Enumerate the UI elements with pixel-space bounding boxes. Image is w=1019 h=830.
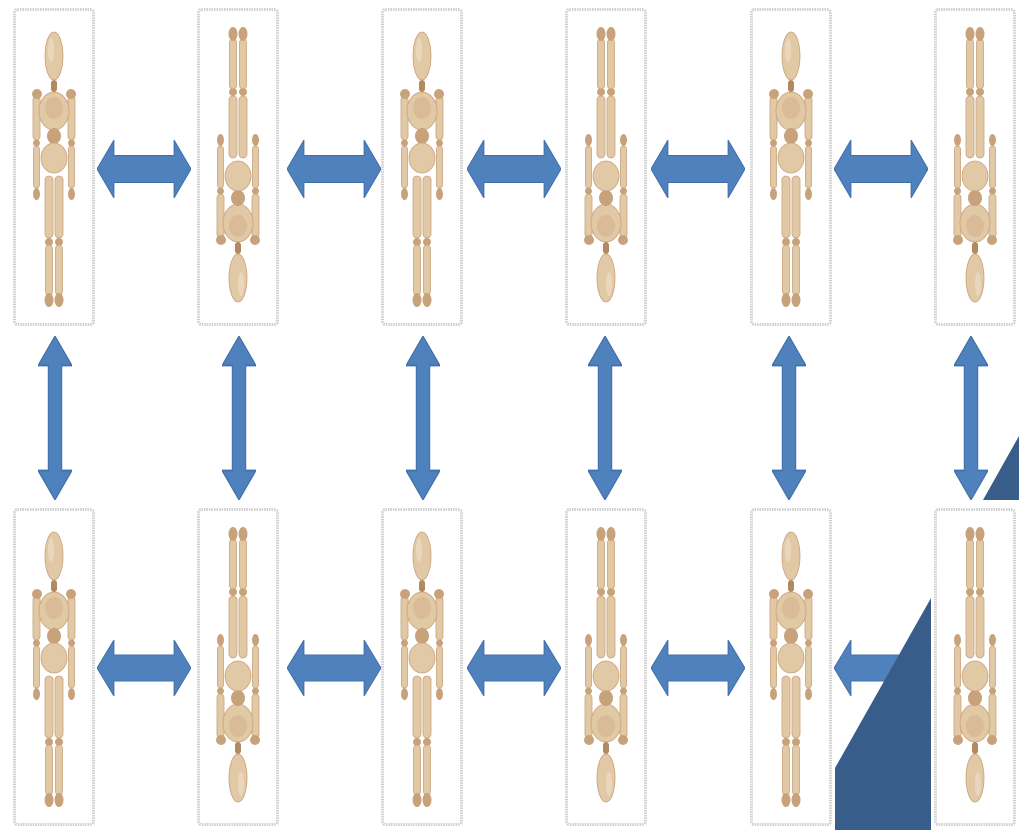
mannequin-upright-bottom-5 — [750, 508, 832, 826]
double-arrow-vertical-icon — [406, 336, 440, 500]
mannequin-upright-bottom-3 — [381, 508, 463, 826]
double-arrow-horizontal-icon — [467, 140, 561, 198]
double-arrow-vertical-icon — [772, 336, 806, 500]
double-arrow-horizontal-icon — [97, 140, 191, 198]
double-arrow-vertical-icon — [38, 336, 72, 500]
double-arrow-vertical-icon — [954, 336, 988, 500]
mannequin-inverted-top-6 — [934, 8, 1016, 326]
double-arrow-horizontal-icon — [287, 140, 381, 198]
double-arrow-vertical-icon — [222, 336, 256, 500]
mannequin-upright-top-1 — [13, 8, 95, 326]
mannequin-inverted-bottom-6 — [934, 508, 1016, 826]
double-arrow-horizontal-icon — [834, 640, 928, 696]
corner-shard-shape — [983, 436, 1019, 500]
diagonal-shard-shape — [835, 598, 931, 830]
double-arrow-horizontal-icon — [651, 640, 745, 696]
mannequin-inverted-bottom-2 — [197, 508, 279, 826]
double-arrow-vertical-icon — [588, 336, 622, 500]
double-arrow-horizontal-icon — [834, 140, 928, 198]
mannequin-inverted-bottom-4 — [565, 508, 647, 826]
double-arrow-horizontal-icon — [97, 640, 191, 696]
mannequin-upright-bottom-1 — [13, 508, 95, 826]
double-arrow-horizontal-icon — [467, 640, 561, 696]
mannequin-inverted-top-4 — [565, 8, 647, 326]
mannequin-upright-top-5 — [750, 8, 832, 326]
mannequin-upright-top-3 — [381, 8, 463, 326]
double-arrow-horizontal-icon — [651, 140, 745, 198]
double-arrow-horizontal-icon — [287, 640, 381, 696]
mannequin-inverted-top-2 — [197, 8, 279, 326]
